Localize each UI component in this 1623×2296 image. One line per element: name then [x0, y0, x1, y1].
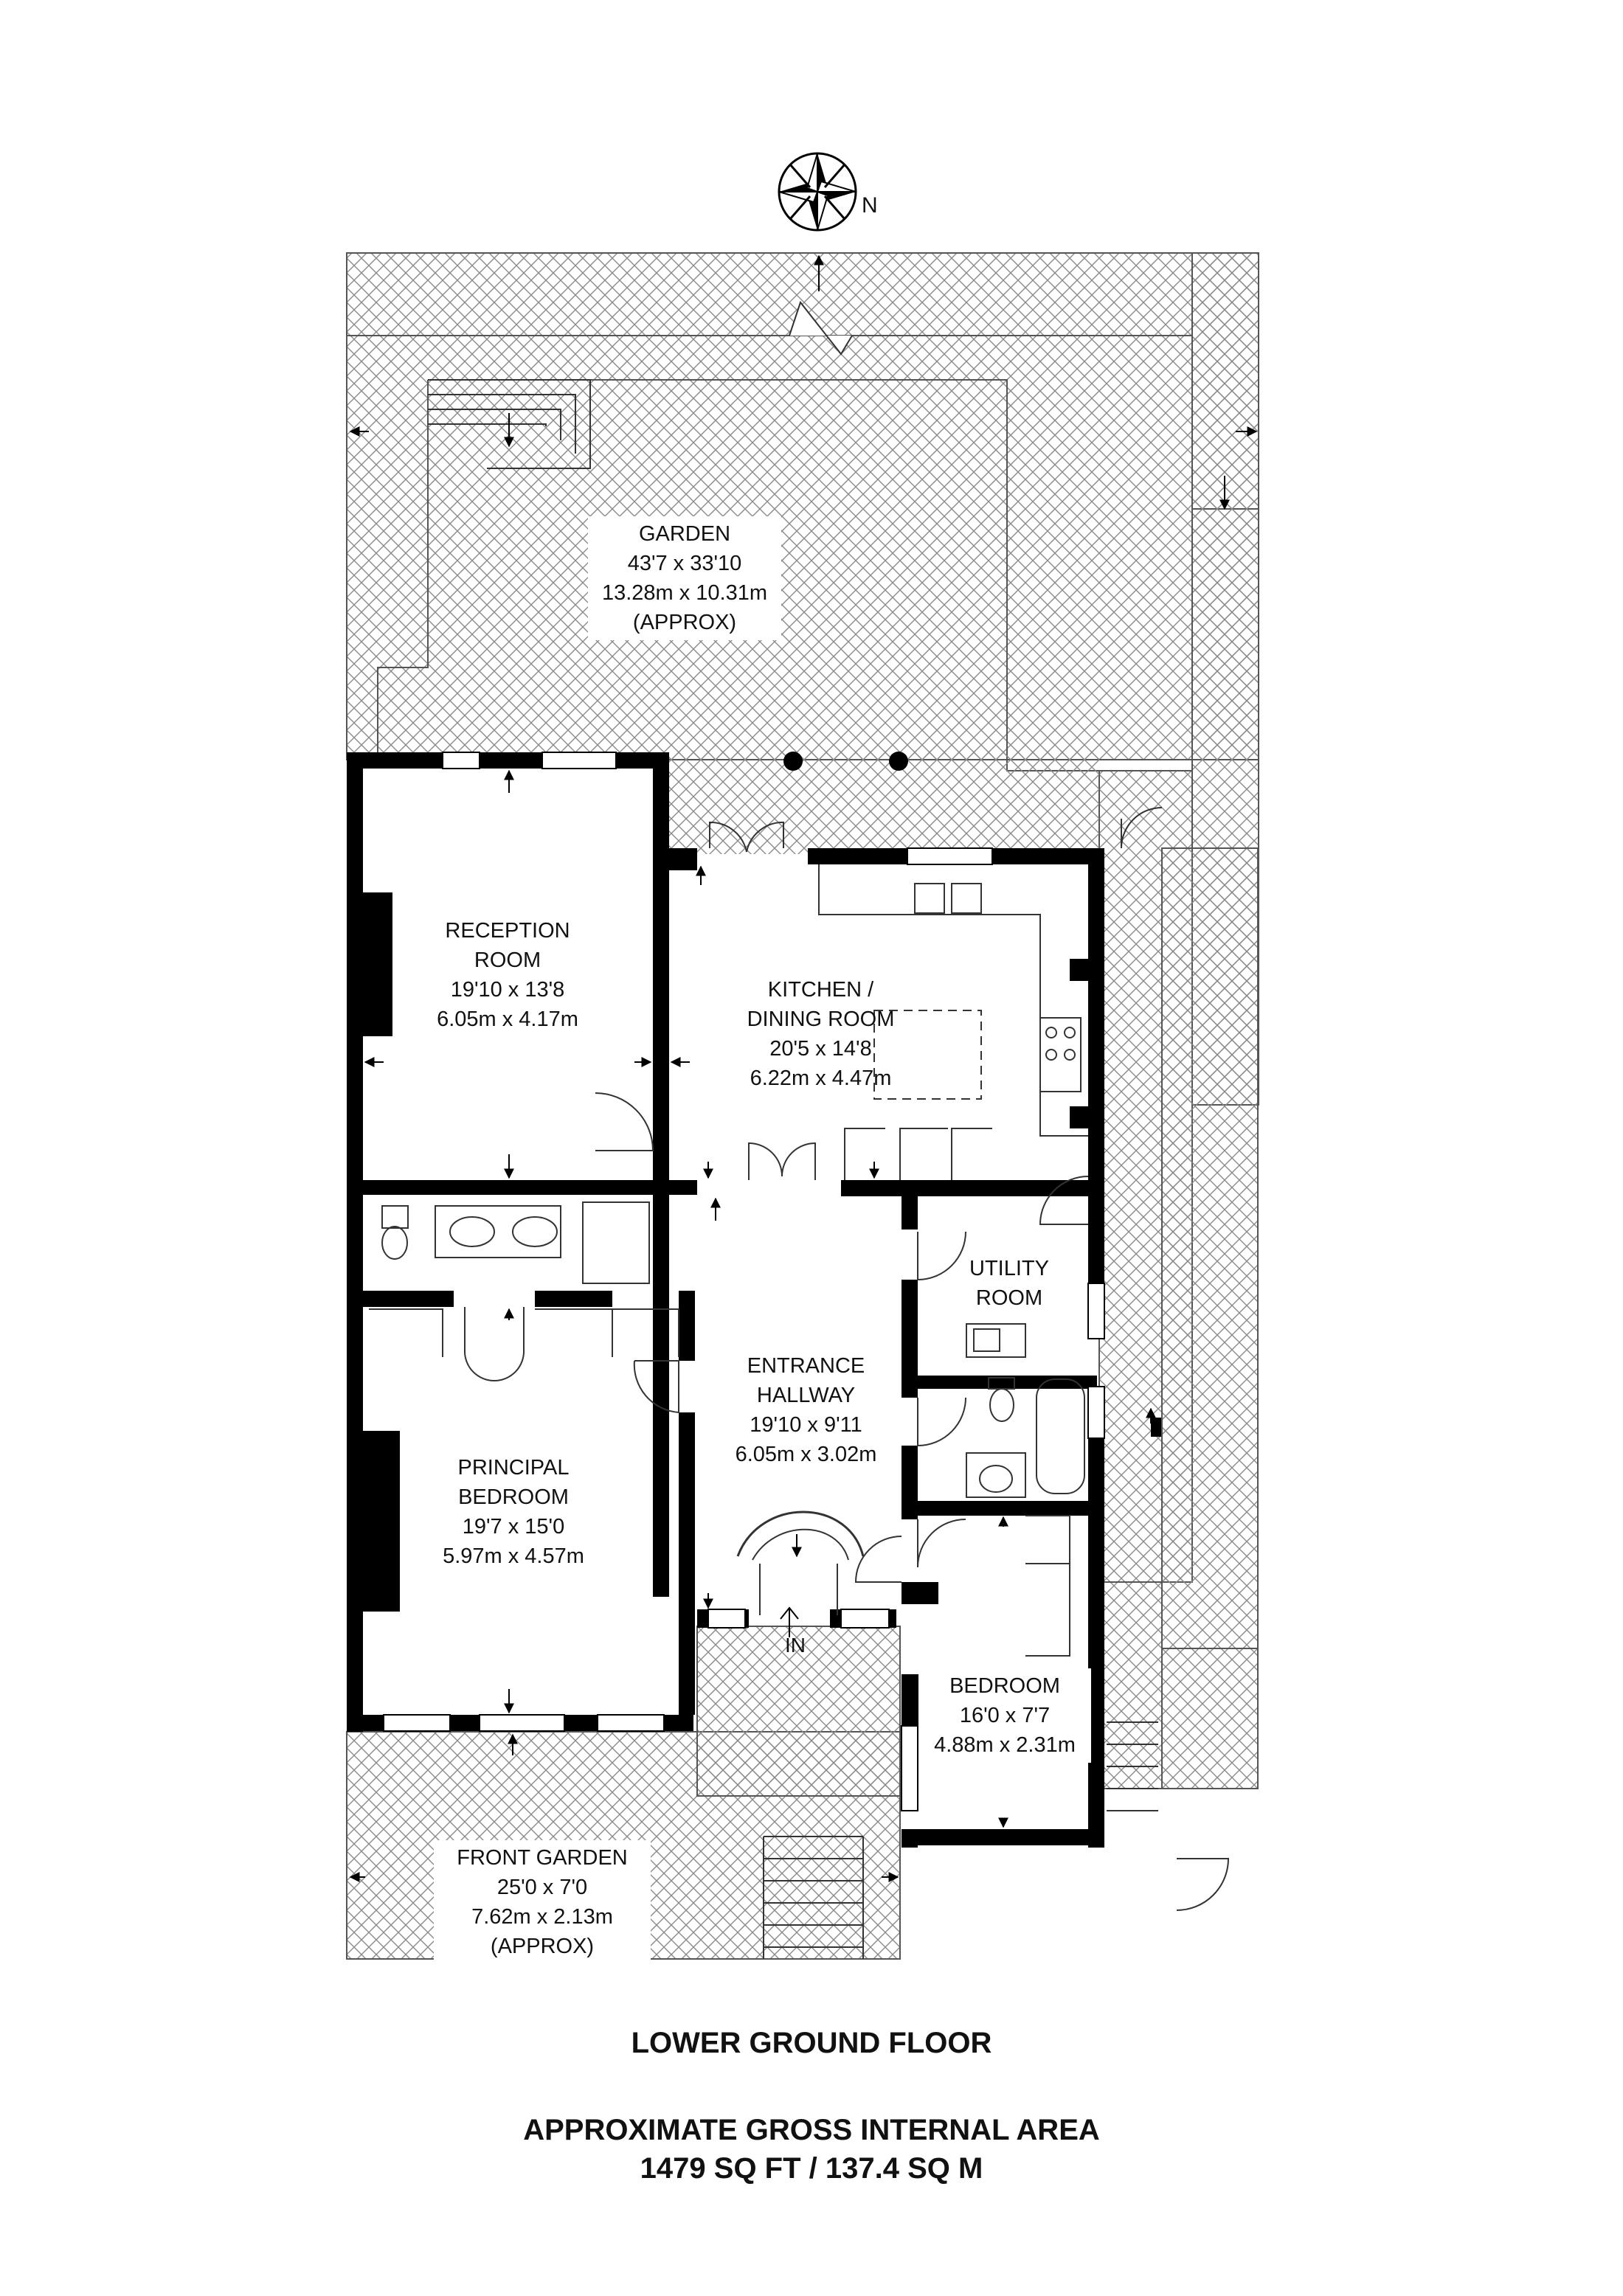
front-garden-label: FRONT GARDEN 25'0 x 7'0 7.62m x 2.13m (A… [434, 1840, 651, 1964]
room-metric: 6.05m x 3.02m [735, 1443, 877, 1466]
room-name: ROOM [474, 948, 541, 972]
room-name: BEDROOM [949, 1674, 1060, 1698]
room-name: UTILITY [969, 1257, 1049, 1280]
room-metric: 6.05m x 4.17m [437, 1007, 578, 1031]
room-metric: 7.62m x 2.13m [471, 1905, 613, 1929]
entrance-arrow-icon [780, 1606, 799, 1637]
side-passage [1098, 252, 1259, 1911]
room-imperial: 20'5 x 14'8 [769, 1037, 872, 1061]
room-name: DINING ROOM [747, 1007, 895, 1031]
garden-area [346, 252, 1259, 804]
area-title: APPROXIMATE GROSS INTERNAL AREA [523, 2114, 1100, 2146]
room-name: BEDROOM [458, 1485, 569, 1509]
room-name: PRINCIPAL [457, 1456, 570, 1480]
room-name: ROOM [975, 1286, 1043, 1310]
room-imperial: 43'7 x 33'10 [627, 552, 742, 575]
room-name: FRONT GARDEN [457, 1846, 628, 1870]
principal-bedroom-label: PRINCIPAL BEDROOM 19'7 x 15'0 5.97m x 4.… [419, 1450, 608, 1574]
garden-label: GARDEN 43'7 x 33'10 13.28m x 10.31m (APP… [588, 516, 781, 640]
room-name: KITCHEN / [767, 978, 874, 1002]
compass-north-label: N [862, 193, 878, 218]
walls [347, 752, 1105, 1848]
room-imperial: 16'0 x 7'7 [959, 1704, 1051, 1727]
bedroom-label: BEDROOM 16'0 x 7'7 4.88m x 2.31m [918, 1668, 1091, 1763]
room-imperial: 25'0 x 7'0 [496, 1876, 588, 1899]
entrance-hallway-label: ENTRANCE HALLWAY 19'10 x 9'11 6.05m x 3.… [717, 1348, 895, 1472]
room-imperial: 19'10 x 13'8 [450, 978, 565, 1002]
fixtures [369, 807, 1163, 1657]
room-imperial: 19'10 x 9'11 [750, 1413, 862, 1437]
floor-title: LOWER GROUND FLOOR [631, 2027, 992, 2059]
light-fitting-icon [783, 752, 803, 771]
room-name: ENTRANCE [747, 1354, 865, 1378]
area-value: 1479 SQ FT / 137.4 SQ M [640, 2152, 983, 2185]
room-note: (APPROX) [632, 611, 737, 634]
reception-room-label: RECEPTION ROOM 19'10 x 13'8 6.05m x 4.17… [413, 913, 602, 1037]
room-metric: 6.22m x 4.47m [750, 1067, 892, 1090]
utility-room-label: UTILITY ROOM [948, 1251, 1070, 1316]
room-metric: 4.88m x 2.31m [934, 1733, 1076, 1757]
room-name: RECEPTION [445, 919, 570, 943]
room-name: GARDEN [638, 522, 731, 546]
room-metric: 13.28m x 10.31m [601, 581, 768, 605]
compass-rose-icon [778, 152, 857, 232]
dimension-markers [349, 254, 1258, 1957]
room-note: (APPROX) [490, 1935, 595, 1958]
kitchen-dining-room-label: KITCHEN / DINING ROOM 20'5 x 14'8 6.22m … [717, 972, 924, 1096]
room-imperial: 19'7 x 15'0 [462, 1515, 565, 1539]
room-name: HALLWAY [756, 1384, 856, 1407]
entrance-in-label: IN [785, 1634, 806, 1657]
room-metric: 5.97m x 4.57m [443, 1544, 584, 1568]
terrace-area [668, 751, 1099, 854]
light-fitting-icon [889, 752, 908, 771]
